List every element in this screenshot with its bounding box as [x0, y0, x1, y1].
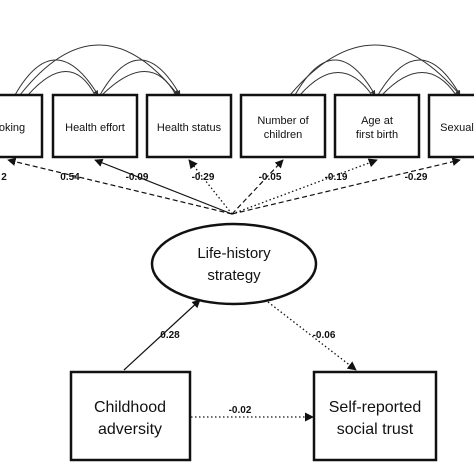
coef-latent-to-trust: -0.06	[313, 330, 336, 341]
coef-health-effort: 0.54	[60, 172, 80, 183]
coef-health-status: -0.09	[126, 172, 149, 183]
coef-sexual: -0.19	[325, 172, 348, 183]
trust-label: social trust	[337, 421, 414, 438]
loading-coefficients: 2 0.54 -0.09 -0.29 -0.05 -0.19 -0.29	[1, 172, 428, 183]
latent-label: Life-history	[197, 245, 271, 262]
path-latent-to-trust	[267, 301, 357, 371]
path-age-first-birth	[231, 158, 378, 215]
latent-label: strategy	[207, 267, 261, 284]
indicator-label: Age at	[361, 115, 393, 127]
indicator-label: Sexual	[440, 122, 474, 134]
path-smoking	[7, 157, 233, 215]
coef-age-first-birth: -0.05	[259, 172, 282, 183]
indicator-number-of-children: Number of children	[239, 93, 327, 159]
indicator-label: oking	[0, 122, 25, 134]
path-childhood-to-latent	[123, 299, 201, 371]
indicator-sexual: Sexual	[427, 93, 474, 159]
indicator-health-status: Health status	[145, 93, 233, 159]
indicator-label: children	[264, 129, 303, 141]
social-trust-box: Self-reported social trust	[312, 370, 438, 462]
coef-extra: -0.29	[405, 172, 428, 183]
covariance-curves-right	[285, 44, 461, 101]
indicator-smoking: oking	[0, 93, 44, 159]
latent-life-history-strategy: Life-history strategy	[150, 222, 318, 306]
coef-childhood-to-trust: -0.02	[229, 405, 252, 416]
path-sexual	[231, 157, 461, 215]
indicator-health-effort: Health effort	[51, 93, 139, 159]
path-health-effort	[94, 158, 233, 215]
loading-paths	[7, 157, 461, 215]
coef-childhood-to-latent: 0.28	[160, 330, 180, 341]
childhood-label: adversity	[98, 421, 162, 438]
indicator-label: Health status	[157, 122, 222, 134]
path-number-of-children	[231, 159, 284, 215]
covariance-curves-left	[14, 44, 181, 101]
indicator-label: Number of	[257, 115, 309, 127]
coef-smoking: 2	[1, 172, 7, 183]
coef-number-of-children: -0.29	[192, 172, 215, 183]
trust-label: Self-reported	[329, 399, 422, 416]
indicator-age-first-birth: Age at first birth	[333, 93, 421, 159]
indicator-label: first birth	[356, 129, 398, 141]
childhood-adversity-box: Childhood adversity	[69, 370, 192, 462]
indicator-label: Health effort	[65, 122, 125, 134]
childhood-label: Childhood	[94, 399, 166, 416]
